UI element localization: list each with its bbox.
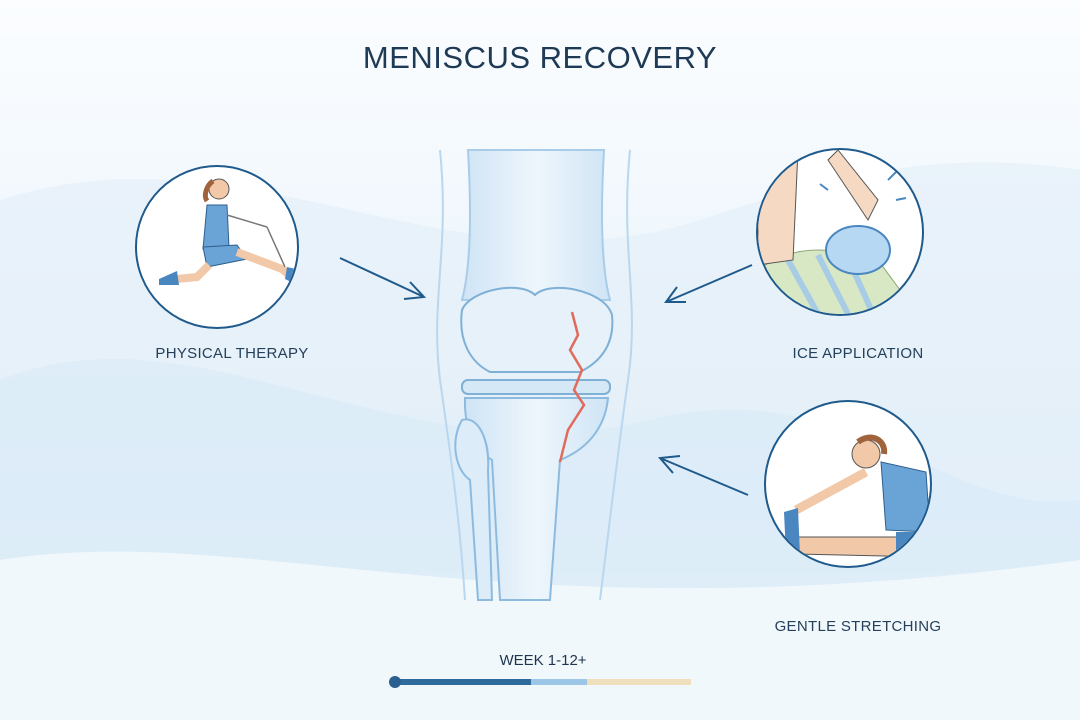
page-title: MENISCUS RECOVERY bbox=[362, 40, 718, 75]
timeline-start-marker bbox=[389, 676, 401, 688]
ice-pack-illustration bbox=[758, 150, 919, 314]
arrow-icon bbox=[339, 257, 427, 300]
ice-application-label: ICE APPLICATION bbox=[792, 345, 924, 362]
timeline-bar bbox=[395, 679, 691, 685]
gentle-stretching-label: GENTLE STRETCHING bbox=[774, 618, 942, 635]
gentle-stretching-circle bbox=[764, 400, 932, 568]
timeline-segment bbox=[587, 679, 691, 685]
stretching-illustration bbox=[784, 434, 930, 558]
timeline-segment bbox=[395, 679, 532, 685]
ice-application-circle bbox=[756, 148, 924, 316]
arrow-icon bbox=[657, 455, 749, 496]
physical-therapy-label: PHYSICAL THERAPY bbox=[155, 345, 309, 362]
timeline-segment bbox=[531, 679, 588, 685]
physical-therapy-circle bbox=[135, 165, 299, 329]
arrow-icon bbox=[664, 264, 753, 303]
tear-mark bbox=[558, 311, 586, 463]
physical-therapy-illustration bbox=[159, 178, 297, 285]
timeline-label: WEEK 1-12+ bbox=[499, 652, 587, 669]
